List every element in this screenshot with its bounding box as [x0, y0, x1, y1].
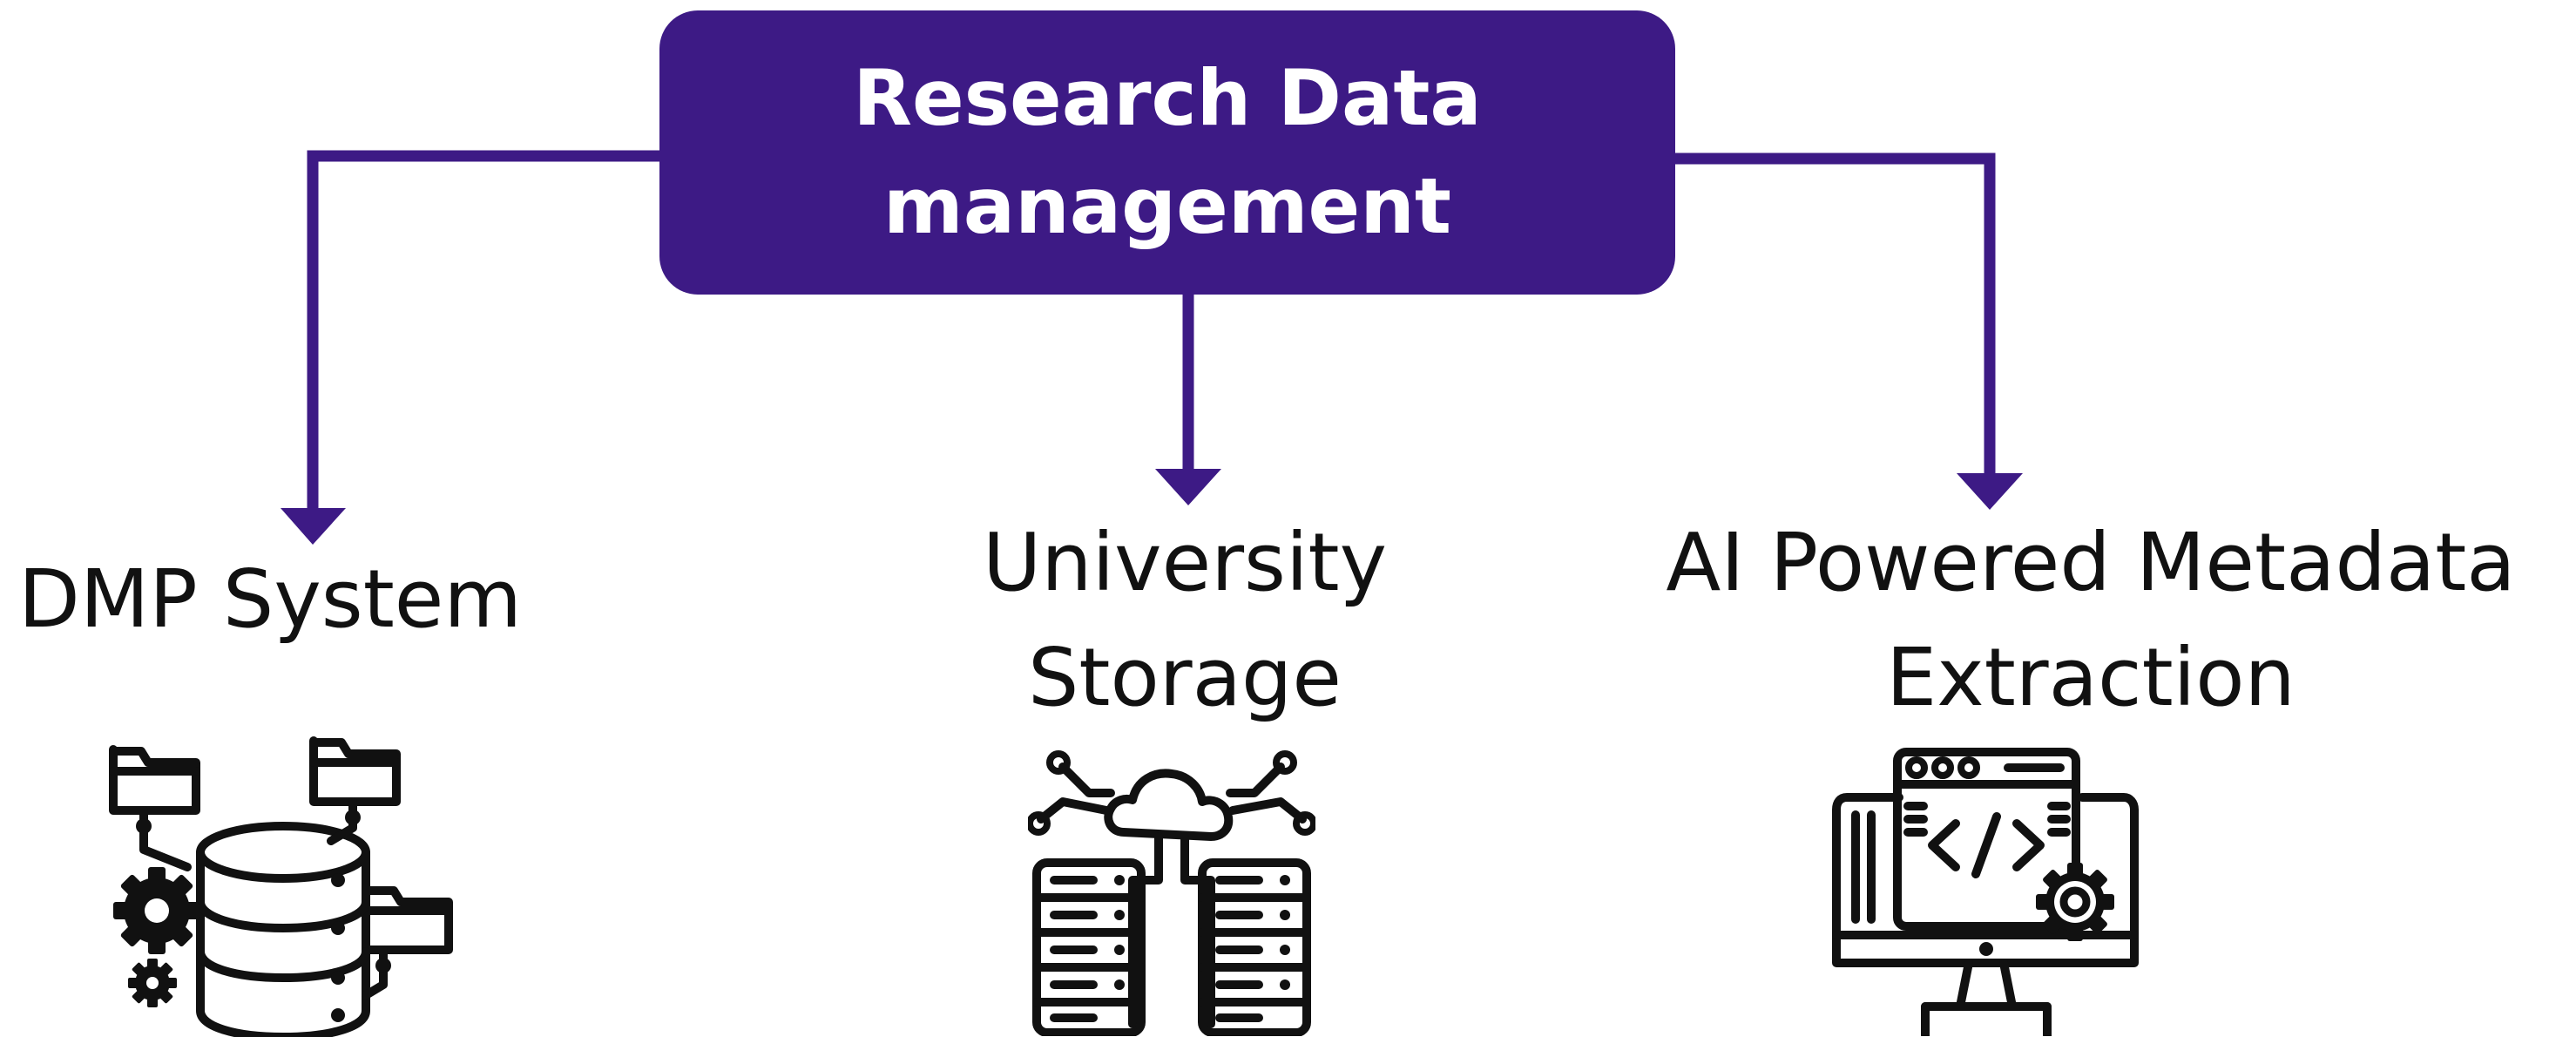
cloud-servers-icon [1028, 750, 1315, 1036]
node-label-university-storage: University Storage [982, 516, 1388, 724]
node-label-ai-metadata-extraction: AI Powered Metadata Extraction [1666, 516, 2516, 724]
root-node-box: Research Data management [659, 10, 1675, 295]
database-folders-gear-icon [109, 736, 453, 1037]
node-label-dmp-system: DMP System [17, 552, 522, 646]
monitor-code-gear-icon [1832, 748, 2139, 1036]
arrowhead-ai [1957, 473, 2023, 510]
arrow-line-ai [1674, 152, 1996, 475]
arrow-line-dmp [307, 150, 662, 510]
arrowhead-dmp [281, 508, 346, 545]
root-node-label: Research Data management [853, 53, 1482, 251]
arrowhead-storage [1155, 469, 1221, 505]
